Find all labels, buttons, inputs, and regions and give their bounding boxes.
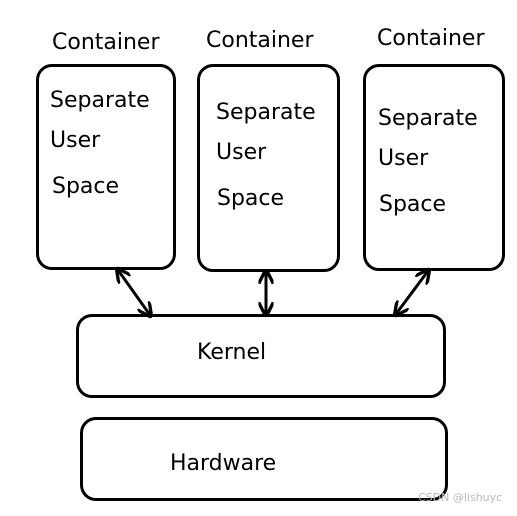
container-2-line-user: User [216, 140, 267, 165]
container-3-line-space: Space [379, 192, 447, 217]
container-box-3 [363, 64, 505, 271]
container-3-line-user: User [378, 146, 429, 171]
arrow-container3-kernel [396, 271, 428, 314]
arrow-container1-kernel [118, 270, 150, 315]
container-title-3: Container [377, 26, 485, 51]
kernel-label: Kernel [197, 340, 267, 365]
container-1-line-separate: Separate [50, 88, 150, 113]
container-1-line-user: User [50, 128, 101, 153]
container-2-line-separate: Separate [216, 100, 316, 125]
container-1-line-space: Space [52, 174, 120, 199]
container-3-line-separate: Separate [378, 106, 478, 131]
container-title-1: Container [52, 30, 160, 55]
container-title-2: Container [206, 28, 314, 53]
watermark: CSDN @lishuyc [418, 491, 503, 504]
hardware-label: Hardware [170, 451, 277, 476]
hardware-box [80, 417, 448, 501]
container-2-line-space: Space [217, 186, 285, 211]
container-box-1 [36, 64, 176, 270]
